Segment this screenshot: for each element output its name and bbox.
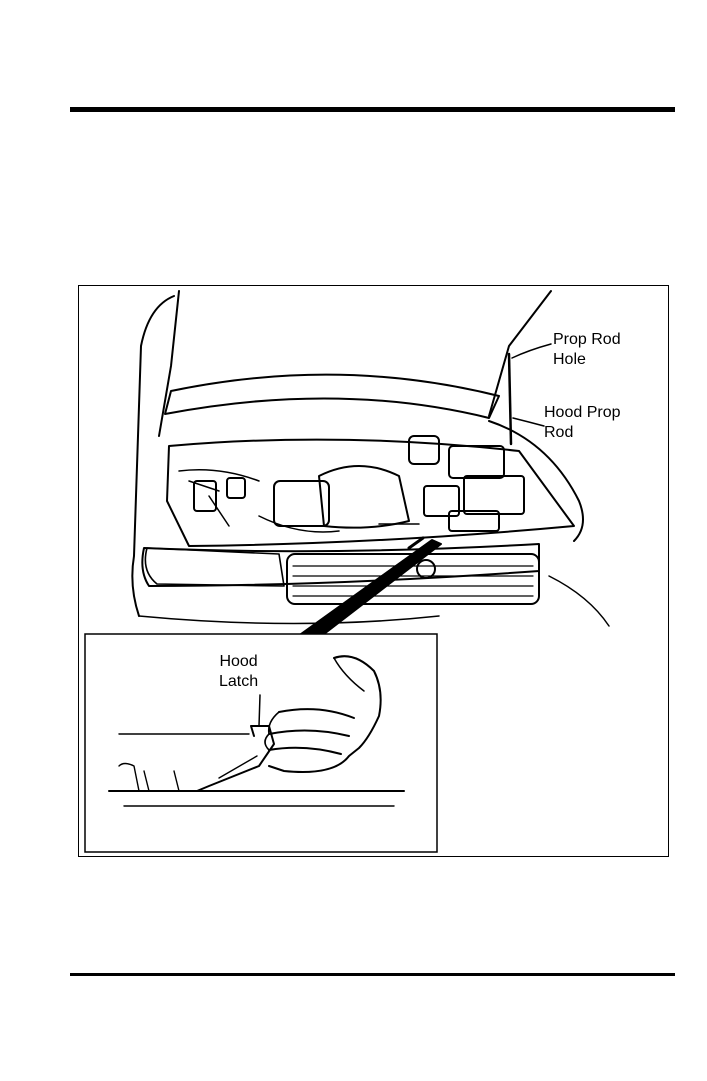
header-rule (70, 107, 675, 112)
intake-manifold (319, 466, 409, 528)
headlight-left (145, 548, 284, 586)
hood-underside (165, 375, 499, 418)
footer-rule (70, 973, 675, 976)
engine-bay (167, 440, 574, 546)
label-prop-rod-hole: Prop Rod Hole (553, 330, 621, 370)
vehicle-engine-drawing (79, 286, 669, 857)
emblem (417, 560, 435, 578)
lower-body (139, 616, 439, 624)
hoses-left (179, 470, 259, 526)
latch-inset (85, 634, 437, 852)
leader-hood-prop-rod (513, 418, 544, 426)
grille-slats (293, 566, 533, 596)
hood-illustration: Prop Rod Hole Hood Prop Rod Hood Latch (78, 285, 669, 857)
leader-prop-rod-hole (512, 344, 551, 358)
reservoir-cap (409, 436, 439, 464)
battery (464, 476, 524, 514)
battery-top (449, 446, 504, 478)
label-hood-latch: Hood Latch (219, 652, 258, 692)
leader-hood-latch (259, 695, 260, 726)
hood-prop-rod (509, 354, 511, 444)
label-hood-prop-rod: Hood Prop Rod (544, 403, 621, 443)
